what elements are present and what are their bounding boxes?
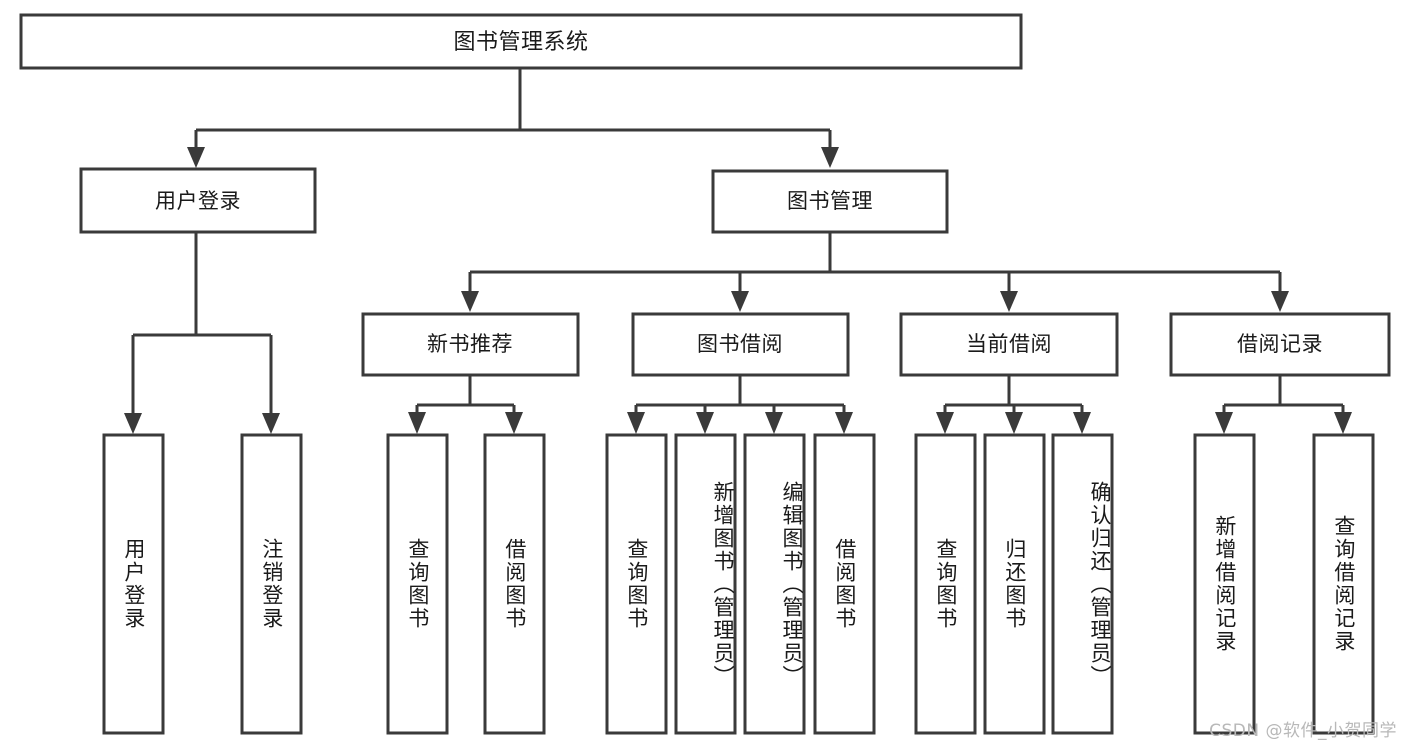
node-book-borrow-box[interactable]	[631, 312, 850, 377]
node-borrow-record-label: 借阅记录	[1237, 332, 1323, 356]
arrow-head-leaf-edit-book	[765, 412, 783, 434]
arrow-head-leaf-user-logout	[262, 413, 280, 434]
arrow-head-borrow-record	[1271, 291, 1289, 312]
arrow-head-new-book-rec	[461, 291, 479, 312]
arrow-head-leaf-confirm-return	[1073, 412, 1091, 434]
node-book-mgmt-box[interactable]	[711, 169, 949, 234]
node-leaf-return-book-box[interactable]	[983, 433, 1046, 735]
csdn-watermark: CSDN @软件_小贺同学	[1209, 721, 1397, 741]
arrow-head-user-login	[187, 147, 205, 168]
node-leaf-borrow-book-2-box[interactable]	[813, 433, 876, 735]
node-layer: 图书管理系统 用户登录 图书管理 新书推荐 图书借阅 当前借阅 借阅记录	[19, 13, 1391, 735]
node-leaf-add-record-box[interactable]	[1193, 433, 1256, 735]
connector-layer	[124, 68, 1352, 434]
node-root-box[interactable]	[19, 13, 1023, 70]
arrow-head-leaf-query-record	[1334, 412, 1352, 434]
arrow-head-leaf-query-book-1	[408, 412, 426, 434]
node-leaf-query-book-3-box[interactable]	[914, 433, 977, 735]
arrow-head-leaf-query-book-3	[936, 412, 954, 434]
node-current-borrow-box[interactable]	[899, 312, 1119, 377]
node-leaf-borrow-book-1-box[interactable]	[483, 433, 546, 735]
arrow-head-book-mgmt	[821, 147, 839, 168]
node-user-login-label: 用户登录	[155, 189, 241, 213]
arrow-head-leaf-add-record	[1215, 412, 1233, 434]
node-leaf-confirm-return-box[interactable]	[1051, 433, 1114, 735]
node-leaf-add-book-box[interactable]	[674, 433, 737, 735]
node-root-label: 图书管理系统	[453, 30, 588, 55]
node-leaf-user-logout-box[interactable]	[240, 433, 303, 735]
arrow-head-current-borrow	[1000, 291, 1018, 312]
arrow-head-leaf-query-book-2	[627, 412, 645, 434]
node-leaf-edit-book-box[interactable]	[743, 433, 806, 735]
node-book-mgmt-label: 图书管理	[787, 189, 873, 213]
node-borrow-record-box[interactable]	[1169, 312, 1391, 377]
node-leaf-query-book-1-box[interactable]	[386, 433, 449, 735]
arrow-head-leaf-add-book	[696, 412, 714, 434]
node-user-login-box[interactable]	[79, 167, 317, 234]
arrow-head-leaf-return-book	[1005, 412, 1023, 434]
arrow-head-leaf-borrow-book-2	[835, 412, 853, 434]
arrow-head-leaf-borrow-book-1	[505, 412, 523, 434]
node-new-book-rec-box[interactable]	[361, 312, 580, 377]
arrow-head-book-borrow	[731, 291, 749, 312]
node-book-borrow-label: 图书借阅	[697, 332, 783, 356]
node-current-borrow-label: 当前借阅	[966, 332, 1052, 356]
node-new-book-rec-label: 新书推荐	[427, 332, 513, 356]
node-leaf-user-login-box[interactable]	[102, 433, 165, 735]
arrow-head-leaf-user-login	[124, 413, 142, 434]
node-leaf-query-record-box[interactable]	[1312, 433, 1375, 735]
node-leaf-query-book-2-box[interactable]	[605, 433, 668, 735]
